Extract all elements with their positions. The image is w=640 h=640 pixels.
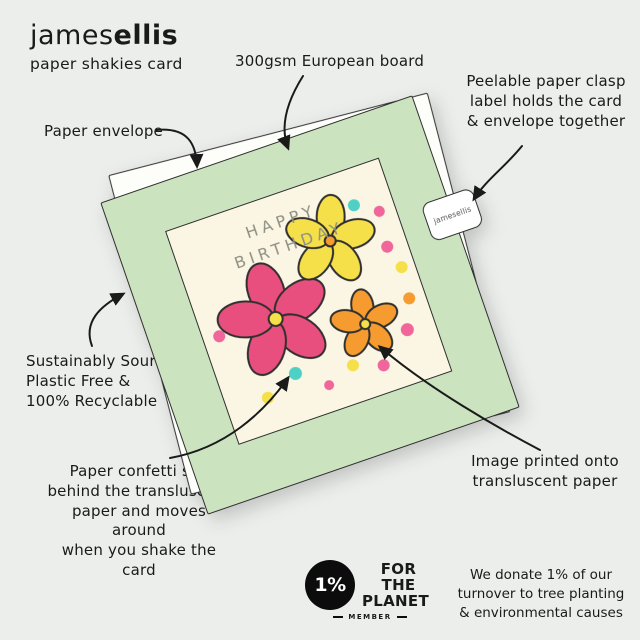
brand-name-light: james [30,20,114,51]
product-subtitle: paper shakies card [30,55,183,73]
yellow-flower [285,193,376,282]
member-row: MEMBER [305,613,435,621]
card-front-panel: HAPPY BIRTHDAY [165,157,453,445]
arrow-sustainable [88,292,126,347]
member-dash-left [333,616,344,618]
one-percent-circle-icon: 1% [305,560,355,610]
card-artwork [213,193,416,404]
pink-flower [216,262,327,376]
one-percent-logo: 1% FOR THE PLANET MEMBER [305,560,435,621]
logo-text-for-the: FOR THE [380,559,417,594]
one-percent-logo-row: 1% FOR THE PLANET [305,560,435,610]
annotation-printed: Image printed onto transluscent paper [471,452,619,490]
brand-logo: jamesellis [30,20,183,51]
annotation-paper-envelope: Paper envelope [44,122,163,140]
member-dash-right [396,616,407,618]
clasp-label-text: jamesellis [432,204,473,226]
annotation-board: 300gsm European board [235,52,425,70]
brand-block: jamesellis paper shakies card [30,20,183,73]
one-percent-logo-text: FOR THE PLANET [362,561,435,610]
arrow-clasp [472,145,523,202]
member-label: MEMBER [348,613,392,621]
orange-flower [329,288,399,358]
brand-name-bold: ellis [113,20,179,51]
logo-text-planet: PLANET [362,592,429,611]
card-illustration: HAPPY BIRTHDAY jamesellis [100,92,520,515]
one-percent-value: 1% [314,574,346,596]
annotation-clasp: Peelable paper clasp label holds the car… [466,72,626,130]
donation-text: We donate 1% of our turnover to tree pla… [457,567,625,621]
